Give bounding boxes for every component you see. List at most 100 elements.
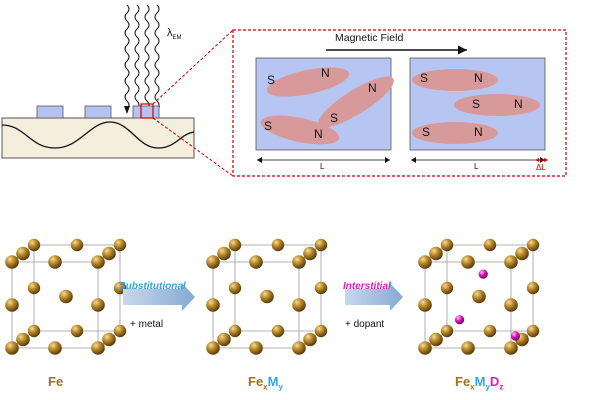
fe-atom: [314, 238, 328, 252]
fe-atom: [526, 281, 540, 295]
material-fe-m-d: FexMyDz: [455, 374, 504, 392]
fe-atom: [5, 298, 19, 312]
fe-atom: [461, 255, 475, 269]
fe-atom: [5, 255, 19, 269]
fe-atom: [526, 324, 540, 338]
zoom-marker: [140, 103, 154, 119]
pole-s: S: [264, 119, 273, 133]
fe-atom: [91, 341, 105, 355]
pole-n: N: [474, 125, 483, 139]
fe-atom: [483, 324, 497, 338]
fe-atom: [59, 289, 73, 304]
em-waves: [124, 4, 160, 114]
fe-atom: [206, 341, 220, 355]
wavelength-label: λEM: [167, 27, 182, 42]
fe-atom: [440, 324, 454, 338]
fe-atom: [91, 298, 105, 312]
fe-atom: [228, 238, 242, 252]
device-substrate: [1, 105, 195, 159]
material-fe-m: FexMy: [248, 374, 283, 392]
pole-s: S: [267, 73, 276, 87]
fe-atom: [102, 246, 116, 261]
fe-atom: [472, 289, 486, 304]
pole-s: S: [420, 71, 429, 85]
fe-atom: [504, 255, 518, 269]
fe-atom: [440, 281, 454, 295]
dopant-atom: [478, 269, 488, 279]
crystal-fe-m-d: [418, 238, 540, 355]
pole-n: N: [314, 127, 323, 141]
pole-s: S: [422, 125, 431, 139]
fe-atom: [16, 246, 30, 261]
delta-length-label: ΔL: [536, 163, 546, 172]
dopant-atom: [455, 315, 465, 325]
fe-atom: [228, 324, 242, 338]
fe-atom: [314, 324, 328, 338]
fe-atom: [271, 238, 285, 252]
fe-atom: [303, 246, 317, 261]
pole-n: N: [368, 81, 377, 95]
length-markers: [257, 157, 548, 163]
fe-atom: [292, 341, 306, 355]
domain-panel-right: [409, 57, 546, 151]
fe-atom: [418, 298, 432, 312]
fe-atom: [303, 332, 317, 347]
fe-atom: [314, 281, 328, 295]
fe-atom: [249, 255, 263, 269]
fe-atom: [292, 255, 306, 269]
fe-atom: [48, 341, 62, 355]
length-label: L: [474, 162, 479, 171]
metal-label: + metal: [130, 319, 164, 330]
fe-atom: [113, 238, 127, 252]
fe-atom: [16, 332, 30, 347]
fe-atom: [228, 281, 242, 295]
domain-panel-left: [255, 57, 394, 151]
crystal-fe: [5, 238, 127, 355]
fe-atom: [418, 341, 432, 355]
fe-atom: [5, 341, 19, 355]
fe-atom: [515, 246, 529, 261]
fe-atom: [483, 238, 497, 252]
material-fe: Fe: [48, 374, 64, 389]
interstitial-label: Interstitial: [343, 281, 391, 292]
fe-atom: [102, 332, 116, 347]
fe-atom: [249, 341, 263, 355]
fe-atom: [206, 255, 220, 269]
fe-atom: [292, 298, 306, 312]
dopant-label: + dopant: [345, 319, 385, 330]
length-label: L: [320, 162, 325, 171]
fe-atom: [70, 324, 84, 338]
fe-atom: [113, 324, 127, 338]
fe-atom: [429, 246, 443, 261]
fe-atom: [217, 246, 231, 261]
fe-atom: [48, 255, 62, 269]
zoom-guide-bottom: [152, 117, 234, 177]
fe-atom: [429, 332, 443, 347]
interstitial-arrow: [345, 283, 403, 311]
fe-atom: [526, 238, 540, 252]
pole-n: N: [474, 71, 483, 85]
fe-atom: [70, 238, 84, 252]
fe-atom: [504, 341, 518, 355]
fe-atom: [260, 289, 274, 304]
fe-atom: [461, 341, 475, 355]
fe-atom: [27, 281, 41, 295]
fe-atom: [440, 238, 454, 252]
fe-atom: [217, 332, 231, 347]
dopant-atom: [510, 331, 520, 341]
pole-n: N: [321, 66, 330, 80]
fe-atom: [504, 298, 518, 312]
pole-n: N: [514, 97, 523, 111]
crystal-fe-m: [206, 238, 328, 355]
pole-s: S: [472, 97, 481, 111]
magnetic-field-label: Magnetic Field: [335, 32, 404, 44]
substitutional-label: Substitutional: [119, 281, 186, 292]
fe-atom: [206, 298, 220, 312]
zoom-guide-top: [152, 29, 234, 105]
fe-atom: [91, 255, 105, 269]
fe-atom: [418, 255, 432, 269]
pole-s: S: [330, 111, 339, 125]
fe-atom: [271, 324, 285, 338]
substitution-arrow: [123, 283, 195, 311]
